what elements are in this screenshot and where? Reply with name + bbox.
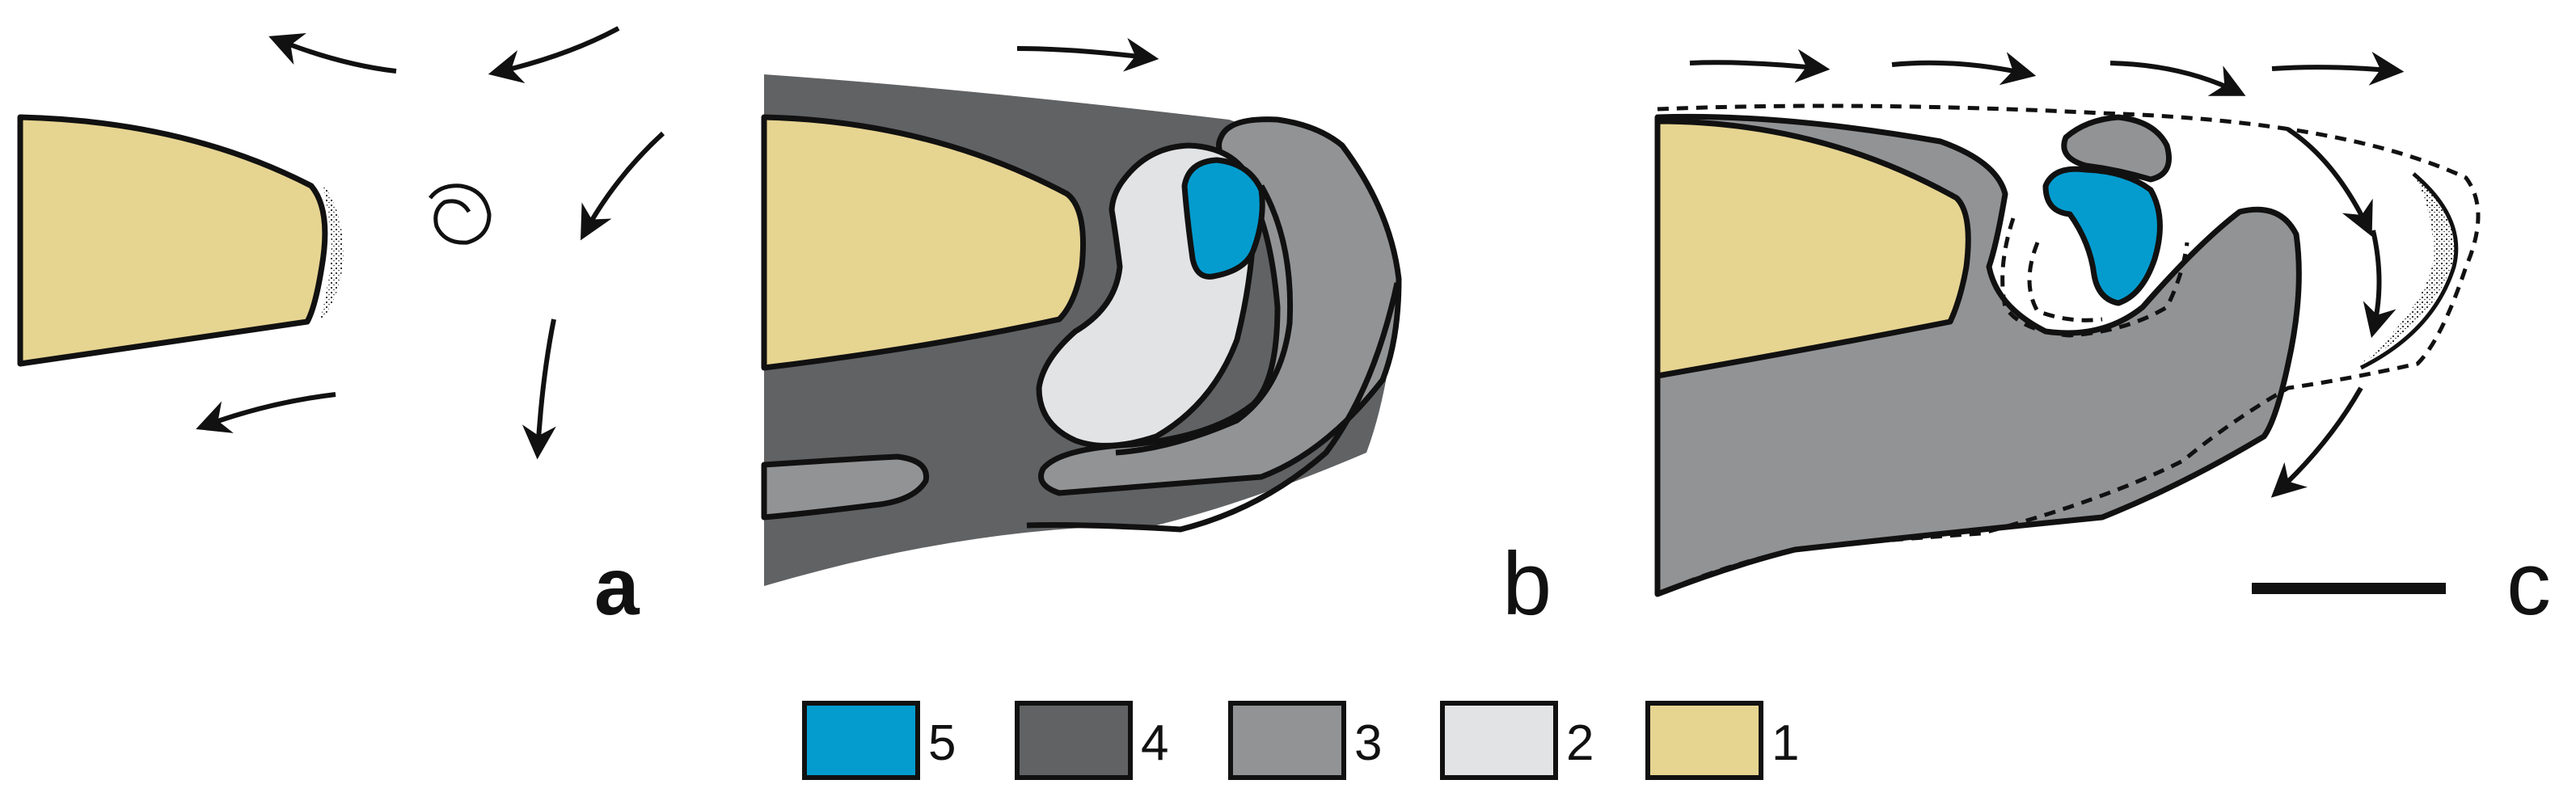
region-3-blob-c [2061, 114, 2172, 183]
legend-item-4: 4 [1015, 701, 1168, 780]
legend-item-5: 5 [802, 701, 956, 780]
curved-arrow-icon [2287, 127, 2373, 237]
dashed-outline-c-outer [1656, 103, 2481, 597]
curved-arrow-icon [268, 32, 397, 74]
legend-label-1: 1 [1772, 715, 1799, 771]
panel-letter-b: b [1502, 534, 1552, 634]
outline-b-outer [1026, 282, 1400, 533]
region-1-tongue-a [17, 114, 328, 367]
region-1-tongue-c [1654, 118, 1971, 379]
legend-swatch-5 [802, 701, 920, 780]
stipple-a [319, 182, 344, 323]
legend-swatch-4 [1015, 701, 1133, 780]
panel-b: b [761, 37, 1552, 634]
legend-item-3: 3 [1228, 701, 1382, 780]
panel-letter-a: a [594, 542, 640, 632]
panel-c: c [1654, 48, 2551, 634]
stipple-c [2361, 174, 2456, 364]
legend-item-2: 2 [1440, 701, 1594, 780]
panel-a: a [17, 26, 665, 632]
dashed-outline-c-inner [2000, 217, 2190, 338]
curved-arrow-icon [2270, 386, 2363, 498]
legend-item-1: 1 [1645, 701, 1799, 780]
region-3-strip-b [761, 453, 930, 521]
outline-b-inner [1115, 184, 1294, 456]
panel-letter-c: c [2506, 534, 2551, 634]
spiral-icon [429, 183, 492, 245]
dashed-outline-c-inner2 [2027, 242, 2103, 323]
legend-swatch-2 [1440, 701, 1558, 780]
curved-arrow-icon [1891, 52, 2037, 86]
curved-arrow-icon [488, 26, 620, 84]
legend-label-5: 5 [928, 715, 956, 771]
legend-label-2: 2 [1566, 715, 1594, 771]
legend-swatch-1 [1645, 701, 1763, 780]
curved-arrow-icon [2271, 51, 2405, 86]
region-1-tongue-b [761, 114, 1087, 371]
curved-arrow-icon [2109, 61, 2246, 96]
legend-label-3: 3 [1354, 715, 1382, 771]
legend-swatch-3 [1228, 701, 1346, 780]
outline-c-front [2359, 172, 2459, 370]
region-5-c [2042, 166, 2163, 306]
curved-arrow-icon [196, 392, 336, 433]
curved-arrow-icon [1689, 48, 1831, 83]
region-3-cap-b [1038, 116, 1402, 496]
legend-label-4: 4 [1141, 715, 1168, 771]
legend: 5 4 3 2 1 [802, 701, 1799, 780]
region-5-b [1181, 157, 1265, 280]
curved-arrow-icon [2363, 230, 2397, 339]
curved-arrow-icon [580, 131, 665, 241]
curved-arrow-icon [522, 318, 556, 460]
curved-arrow-icon [1016, 37, 1159, 72]
